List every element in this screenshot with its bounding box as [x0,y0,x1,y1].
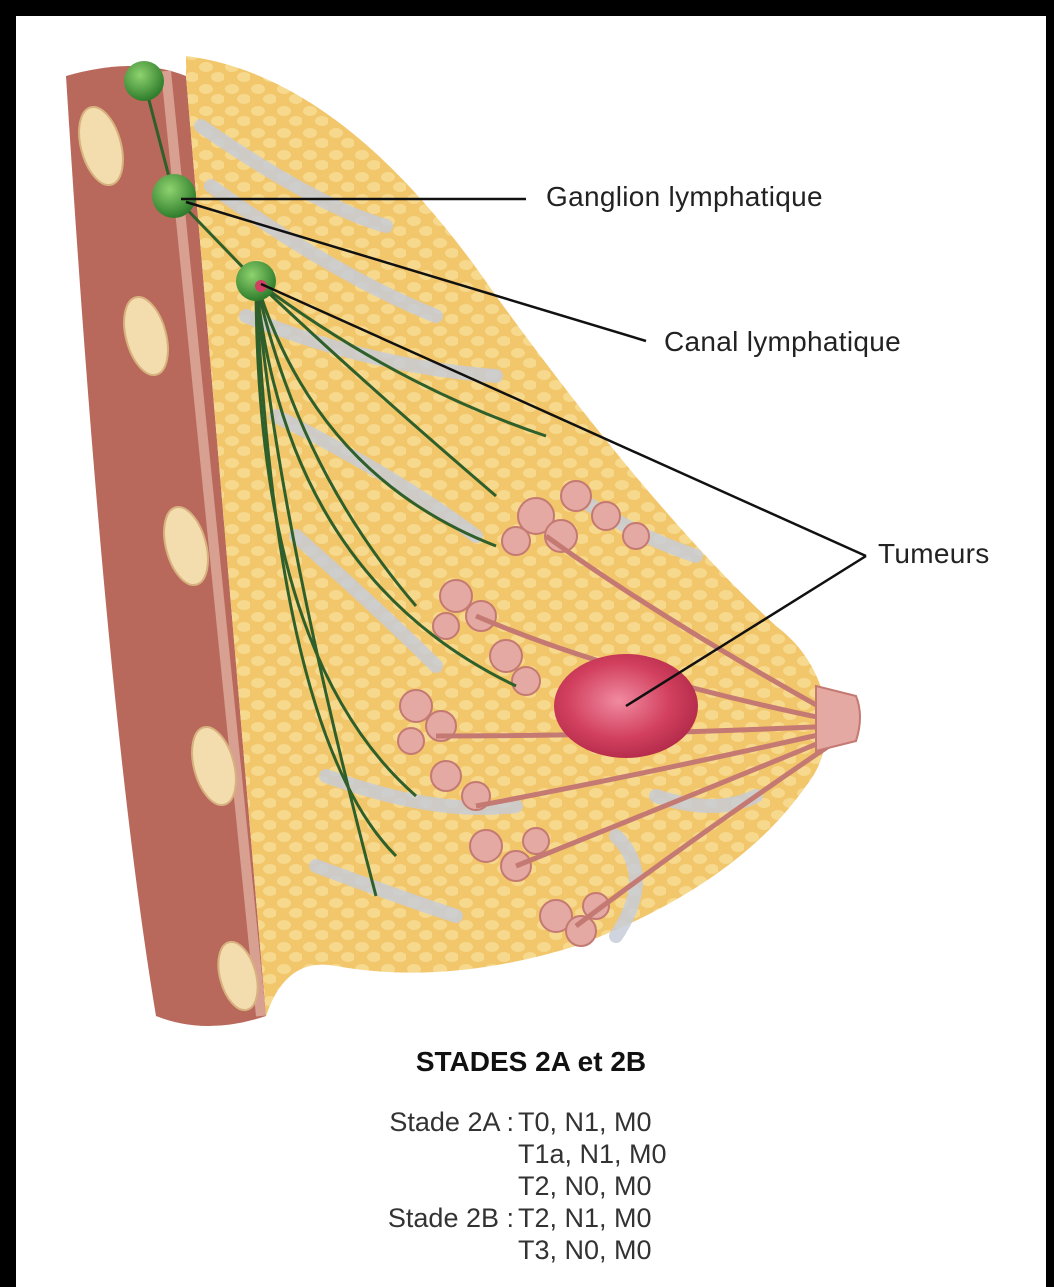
stage-row: T2, N0, M0 [338,1170,667,1202]
label-ganglion: Ganglion lymphatique [546,181,823,213]
stage-code: T0, N1, M0 [518,1106,652,1138]
stages-list: Stade 2A :T0, N1, M0 T1a, N1, M0 T2, N0,… [338,1106,667,1266]
stage-row: T3, N0, M0 [338,1234,667,1266]
stage-name [338,1170,518,1202]
stage-code: T2, N1, M0 [518,1202,652,1234]
label-tumeurs: Tumeurs [878,538,990,570]
label-canal: Canal lymphatique [664,326,901,358]
stage-row: T1a, N1, M0 [338,1138,667,1170]
stage-row: Stade 2B :T2, N1, M0 [338,1202,667,1234]
stage-name: Stade 2A : [338,1106,518,1138]
stage-name: Stade 2B : [338,1202,518,1234]
lymph-node-middle [152,174,196,218]
lymph-node-lower [236,261,276,301]
lymph-node-top [124,61,164,101]
stage-code: T3, N0, M0 [518,1234,652,1266]
stage-row: Stade 2A :T0, N1, M0 [338,1106,667,1138]
stage-code: T1a, N1, M0 [518,1138,667,1170]
stage-name [338,1138,518,1170]
stage-name [338,1234,518,1266]
diagram-title: STADES 2A et 2B [16,1046,1046,1078]
stage-code: T2, N0, M0 [518,1170,652,1202]
diagram-panel: Ganglion lymphatique Canal lymphatique T… [16,16,1046,1287]
nipple [816,686,860,751]
breast-anatomy-illustration [16,16,1046,1046]
